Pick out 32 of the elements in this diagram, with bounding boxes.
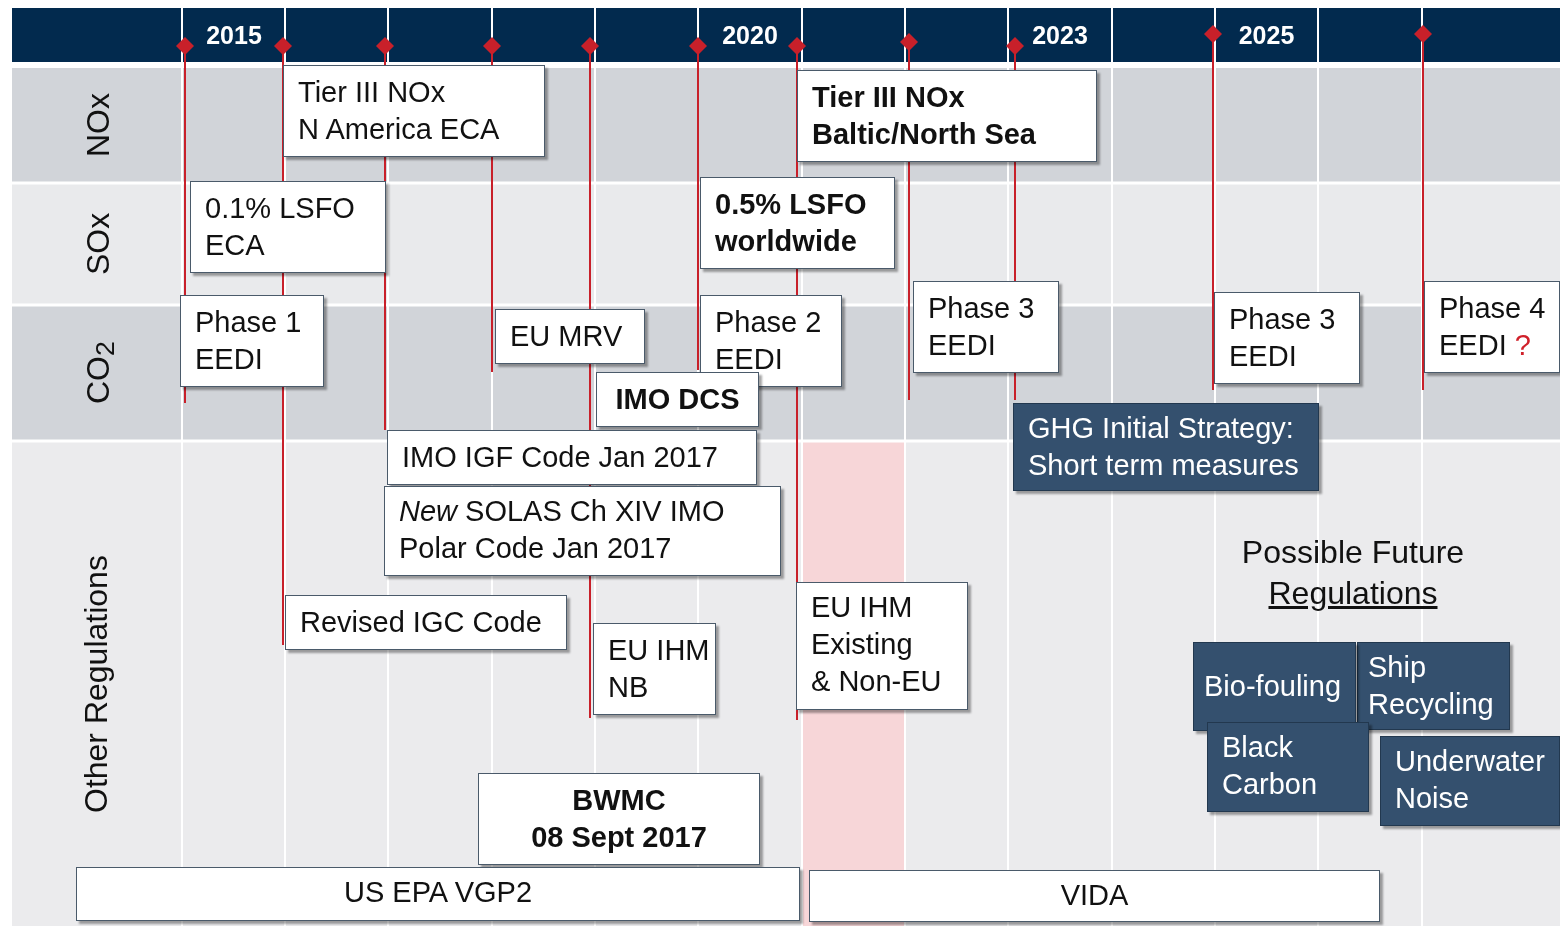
regulation-box: 0.1% LSFO ECA (190, 181, 386, 273)
regulation-box: GHG Initial Strategy: Short term measures (1013, 403, 1319, 491)
row-label: NOx (80, 93, 116, 157)
regulation-box: IMO IGF Code Jan 2017 (387, 430, 757, 485)
future-regulation-box: Bio-fouling (1193, 642, 1356, 731)
year-label: 2020 (722, 21, 778, 49)
regulation-box: 0.5% LSFO worldwide (700, 177, 895, 269)
regulation-box: Phase 4 EEDI ? (1424, 281, 1560, 373)
regulation-box: Phase 3 EEDI (913, 281, 1059, 373)
section-heading: Possible Future Regulations (1241, 534, 1465, 611)
regulation-bar: VIDA (809, 870, 1380, 922)
future-regulation-box: Underwater Noise (1380, 736, 1560, 826)
regulation-box: EU IHM NB (593, 623, 716, 715)
regulation-box: Tier III NOx N America ECA (283, 65, 545, 157)
regulation-box: BWMC 08 Sept 2017 (478, 773, 760, 865)
regulation-box: IMO DCS (596, 372, 759, 427)
regulation-bar: US EPA VGP2 (76, 867, 800, 921)
regulation-box: New SOLAS Ch XIV IMO Polar Code Jan 2017 (384, 486, 781, 576)
future-regulation-box: Black Carbon (1207, 722, 1369, 812)
row-label: SOx (80, 212, 116, 276)
future-regulation-box: Ship Recycling (1357, 642, 1510, 730)
regulation-box: Tier III NOx Baltic/North Sea (797, 70, 1097, 162)
regulation-box: Phase 3 EEDI (1214, 292, 1360, 384)
year-label: 2015 (206, 21, 262, 49)
regulation-box: Phase 2 EEDI (700, 295, 842, 387)
year-label: 2025 (1238, 21, 1295, 49)
regulation-box: Revised IGC Code (285, 595, 567, 650)
year-label: 2023 (1032, 21, 1088, 49)
regulation-box: EU MRV (495, 309, 645, 364)
row-label: Other Regulations (78, 555, 114, 813)
regulation-box: Phase 1 EEDI (180, 295, 324, 387)
regulation-box: EU IHM Existing & Non-EU (796, 582, 968, 710)
